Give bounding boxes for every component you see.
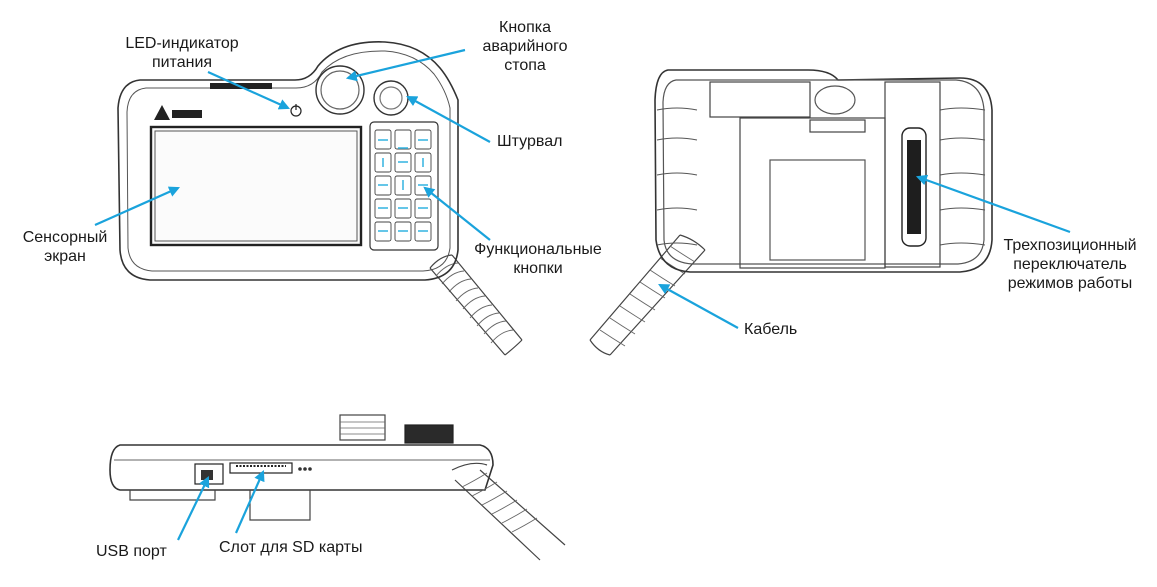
front-cable	[429, 254, 523, 356]
label-mode-switch-line3: режимов работы	[1007, 275, 1133, 292]
pointer-arrows	[94, 48, 1071, 541]
side-estop	[339, 414, 386, 441]
side-body	[109, 444, 494, 491]
label-power-led-line2: питания	[151, 54, 213, 71]
power-led-icon	[290, 104, 302, 117]
arrow-sd-slot	[234, 469, 265, 534]
label-handwheel: Штурвал	[497, 133, 563, 150]
arrow-handwheel	[406, 95, 491, 143]
label-touchscreen-line2: экран	[44, 248, 86, 265]
label-mode-switch: Трехпозиционный переключатель режимов ра…	[990, 236, 1150, 293]
function-keys	[374, 129, 432, 242]
emergency-stop-button	[315, 65, 365, 115]
side-handwheel	[404, 424, 454, 444]
mode-selector-switch	[901, 127, 927, 247]
label-mode-switch-line1: Трехпозиционный	[1003, 237, 1137, 254]
side-cable	[451, 462, 566, 561]
label-emergency-stop: Кнопка аварийного стопа	[455, 18, 595, 75]
arrow-led	[207, 70, 291, 110]
arrow-mode-switch	[915, 174, 1071, 234]
label-function-keys-line1: Функциональные	[474, 241, 602, 258]
label-power-led: LED-индикатор питания	[112, 34, 252, 72]
arrow-touchscreen	[94, 186, 181, 227]
touchscreen	[149, 125, 363, 247]
sd-card-slot	[229, 462, 293, 474]
back-body	[654, 69, 993, 273]
label-touchscreen-line1: Сенсорный	[22, 229, 108, 246]
brand-logo	[154, 105, 170, 120]
arrow-cable	[658, 283, 739, 329]
label-emergency-stop-line3: стопа	[504, 57, 546, 74]
label-power-led-line1: LED-индикатор	[125, 35, 239, 52]
label-emergency-stop-line1: Кнопка	[499, 19, 551, 36]
label-touchscreen: Сенсорный экран	[10, 228, 120, 266]
handwheel	[373, 80, 409, 116]
side-view	[109, 414, 566, 561]
label-function-keys-line2: кнопки	[513, 260, 563, 277]
label-sd-slot: Слот для SD карты	[219, 539, 363, 556]
label-emergency-stop-line2: аварийного	[482, 38, 568, 55]
label-usb-port: USB порт	[96, 543, 167, 560]
back-view	[589, 69, 993, 356]
label-function-keys: Функциональные кнопки	[458, 240, 618, 278]
label-mode-switch-line2: переключатель	[1013, 256, 1127, 273]
key-glyphs	[378, 139, 428, 232]
front-view	[117, 41, 523, 356]
label-cable: Кабель	[744, 321, 798, 338]
arrow-estop	[345, 48, 466, 82]
arrow-function-keys	[423, 186, 491, 241]
front-body	[117, 41, 459, 281]
function-keypad	[369, 121, 439, 251]
back-cable	[589, 234, 706, 356]
arrow-usb	[177, 476, 210, 541]
